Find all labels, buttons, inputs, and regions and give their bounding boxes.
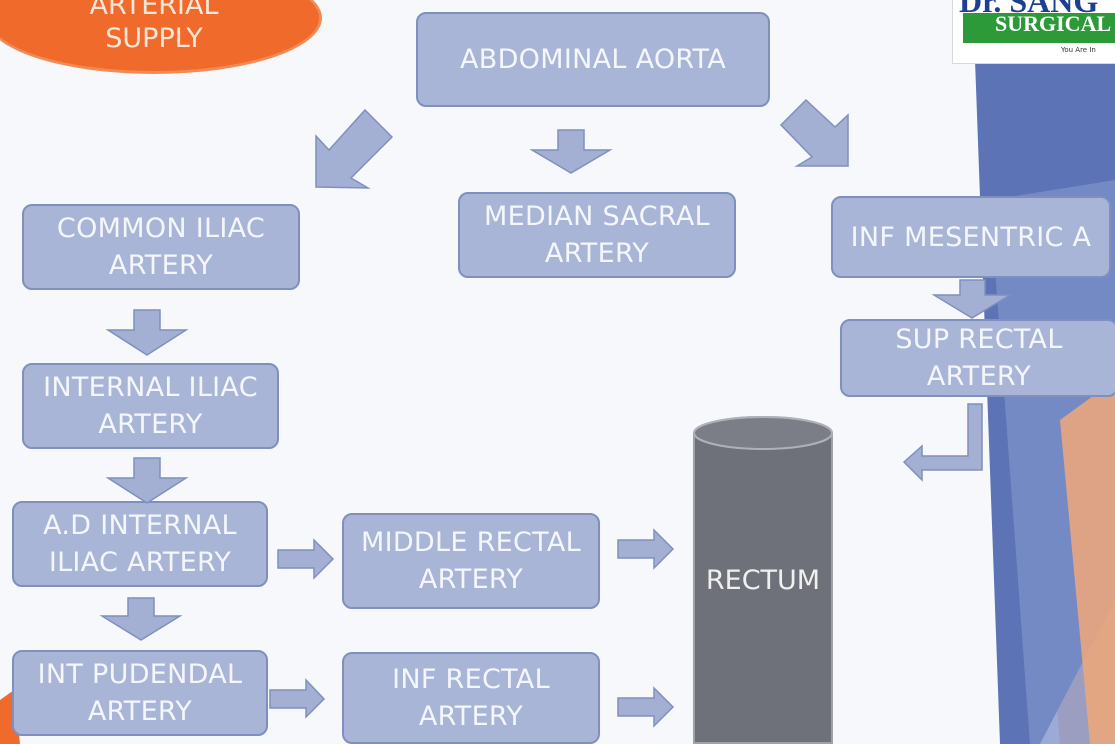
arrow-common-to-internal-iliac xyxy=(105,309,189,356)
arrow-inf-mesentric-to-sup-rectal xyxy=(931,279,1013,319)
decor-orange-stripe xyxy=(1060,380,1115,744)
node-sup-rectal-artery: SUP RECTAL ARTERY xyxy=(840,319,1115,397)
node-internal-iliac-artery: INTERNAL ILIAC ARTERY xyxy=(22,363,279,449)
rectum-label: RECTUM xyxy=(705,565,821,596)
brand-logo: Dr. SANG SURGICAL You Are In xyxy=(952,0,1115,64)
logo-subtitle: SURGICAL xyxy=(995,11,1112,36)
node-inf-mesentric-a: INF MESENTRIC A xyxy=(831,196,1111,278)
title-oval: ARTERIAL SUPPLY xyxy=(0,0,322,74)
arrow-inf-rectal-to-rectum xyxy=(617,686,675,728)
node-abdominal-aorta: ABDOMINAL AORTA xyxy=(416,12,770,107)
node-inf-rectal-artery: INF RECTAL ARTERY xyxy=(342,652,600,744)
logo-tagline: You Are In xyxy=(1061,46,1096,54)
arrow-aorta-to-common-iliac xyxy=(315,108,394,189)
rectum-cylinder xyxy=(693,416,833,744)
node-median-sacral-artery: MEDIAN SACRAL ARTERY xyxy=(458,192,736,278)
node-common-iliac-artery: COMMON ILIAC ARTERY xyxy=(22,204,300,290)
node-int-pudendal-artery: INT PUDENDAL ARTERY xyxy=(12,650,268,736)
arrow-aorta-to-inf-mesentric xyxy=(779,98,849,167)
arrow-ad-internal-to-int-pudendal xyxy=(99,597,183,641)
arrow-sup-rectal-to-rectum xyxy=(902,403,983,482)
node-ad-internal-iliac-artery: A.D INTERNAL ILIAC ARTERY xyxy=(12,501,268,587)
arrow-aorta-to-median-sacral xyxy=(529,129,613,174)
arrow-int-pudendal-to-inf-rectal xyxy=(269,678,326,719)
arrow-middle-rectal-to-rectum xyxy=(617,528,675,570)
arrow-ad-internal-to-middle-rectal xyxy=(277,538,335,580)
logo-green-bar xyxy=(963,13,1115,43)
arrow-internal-to-ad-internal-iliac xyxy=(105,457,189,504)
node-middle-rectal-artery: MIDDLE RECTAL ARTERY xyxy=(342,513,600,609)
